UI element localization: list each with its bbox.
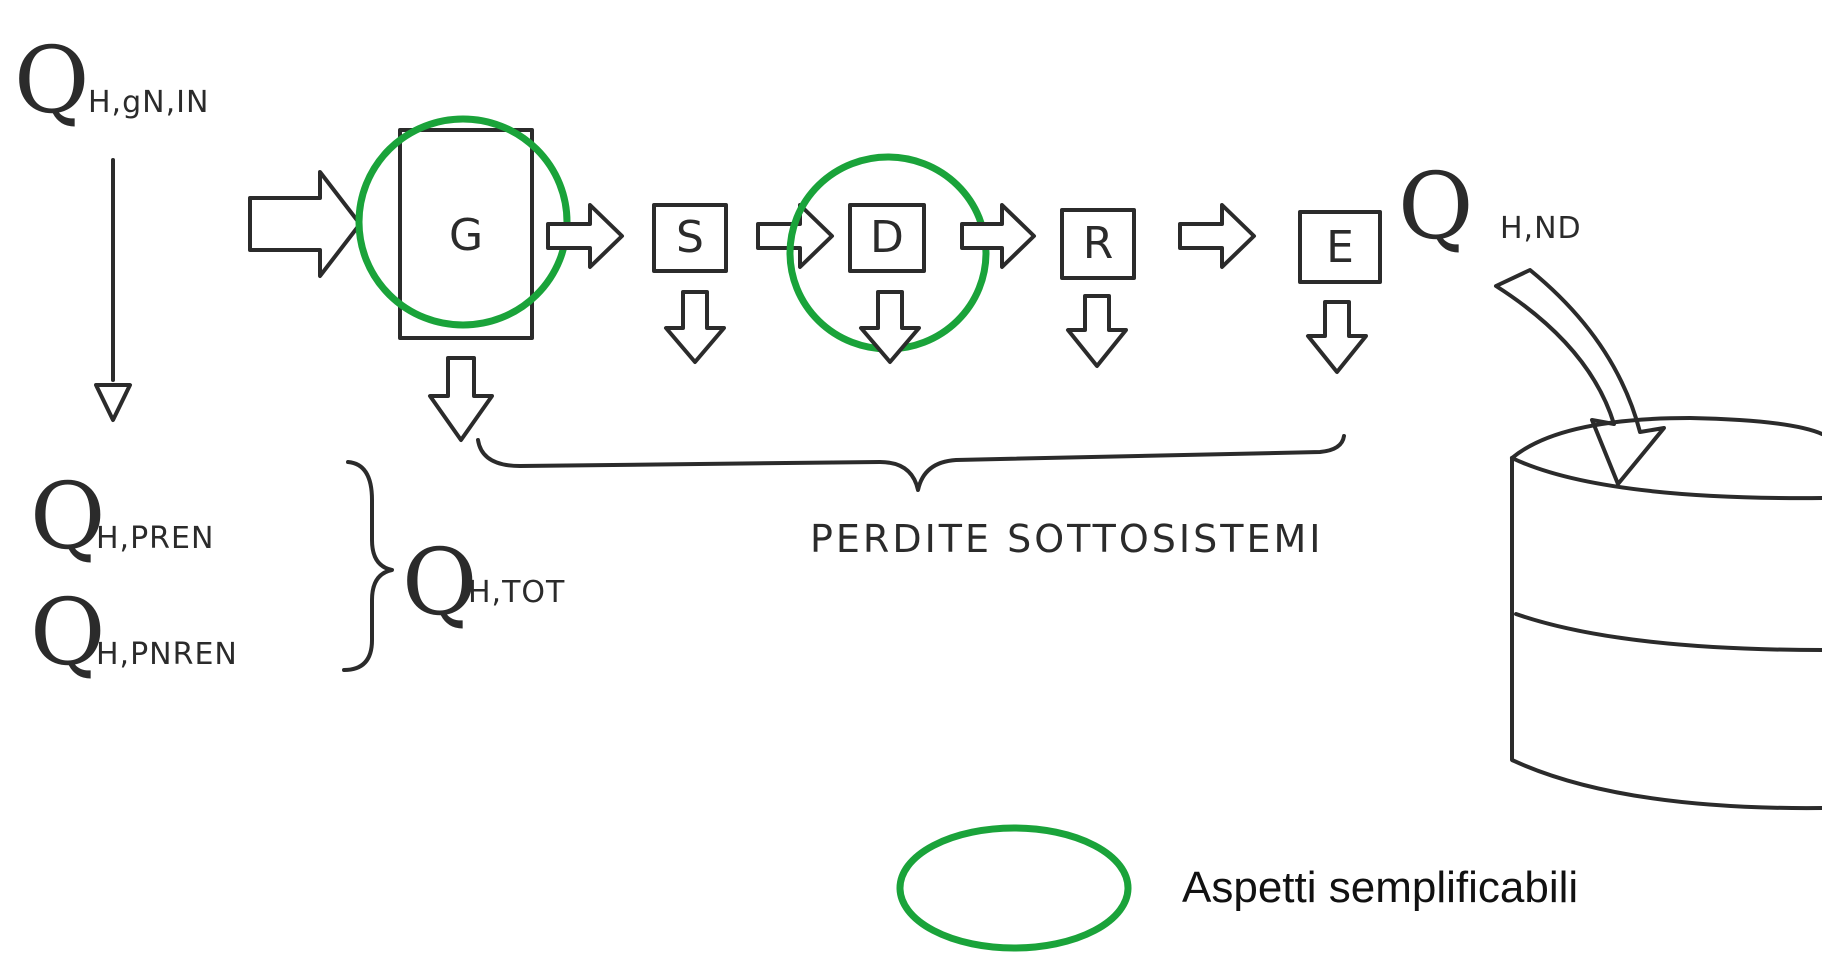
q-h-nd-subscript: H,ND (1500, 211, 1582, 246)
losses-brace (476, 434, 1346, 492)
loss-arrow-r (1066, 294, 1128, 368)
losses-label: PERDITE SOTTOSISTEMI (810, 517, 1323, 561)
arrow-r-to-e (1178, 203, 1256, 269)
q-h-pren-label: Q H,PREN (30, 463, 214, 570)
generation-letter: G (449, 210, 483, 261)
storage-box: S (652, 203, 728, 273)
q-tot-symbol: Q (402, 529, 477, 636)
q-h-gn-in-label: Q H,gN,IN (14, 27, 209, 134)
q-pnren-symbol: Q (30, 579, 105, 686)
q-h-gn-in-subscript: H,gN,IN (88, 85, 209, 120)
arrow-d-to-r (960, 203, 1036, 269)
regulation-box: R (1060, 208, 1136, 280)
q-symbol: Q (14, 27, 89, 134)
input-arrow (248, 170, 362, 278)
loss-arrow-d (859, 290, 921, 364)
loss-arrow-g (428, 356, 494, 442)
q-h-pnren-label: Q H,PNREN (30, 579, 238, 686)
regulation-letter: R (1083, 218, 1114, 269)
arrow-g-to-s (546, 203, 624, 269)
emission-letter: E (1326, 222, 1354, 273)
generation-box: G (398, 128, 534, 340)
legend-green-circle (896, 824, 1132, 952)
distribution-box: D (848, 203, 926, 273)
q-h-nd-label: Q H,ND (1398, 153, 1582, 260)
energy-need-barrel (1510, 416, 1822, 811)
q-pren-symbol: Q (30, 463, 105, 570)
need-curved-arrow (1494, 268, 1666, 486)
distribution-letter: D (870, 212, 904, 263)
down-arrow-primary (94, 158, 132, 422)
emission-box: E (1298, 210, 1382, 284)
legend: Aspetti semplificabili (896, 824, 1578, 952)
q-h-pnren-subscript: H,PNREN (96, 637, 238, 672)
storage-letter: S (676, 212, 704, 263)
loss-arrow-e (1306, 300, 1368, 374)
primary-energy-brace (342, 460, 394, 672)
q-h-tot-label: Q H,TOT (402, 529, 565, 636)
q-h-tot-subscript: H,TOT (468, 575, 565, 610)
loss-arrow-s (664, 290, 726, 364)
q-nd-symbol: Q (1398, 153, 1473, 260)
legend-label: Aspetti semplificabili (1182, 863, 1578, 912)
q-h-pren-subscript: H,PREN (96, 521, 214, 556)
loss-arrows (428, 290, 1368, 442)
